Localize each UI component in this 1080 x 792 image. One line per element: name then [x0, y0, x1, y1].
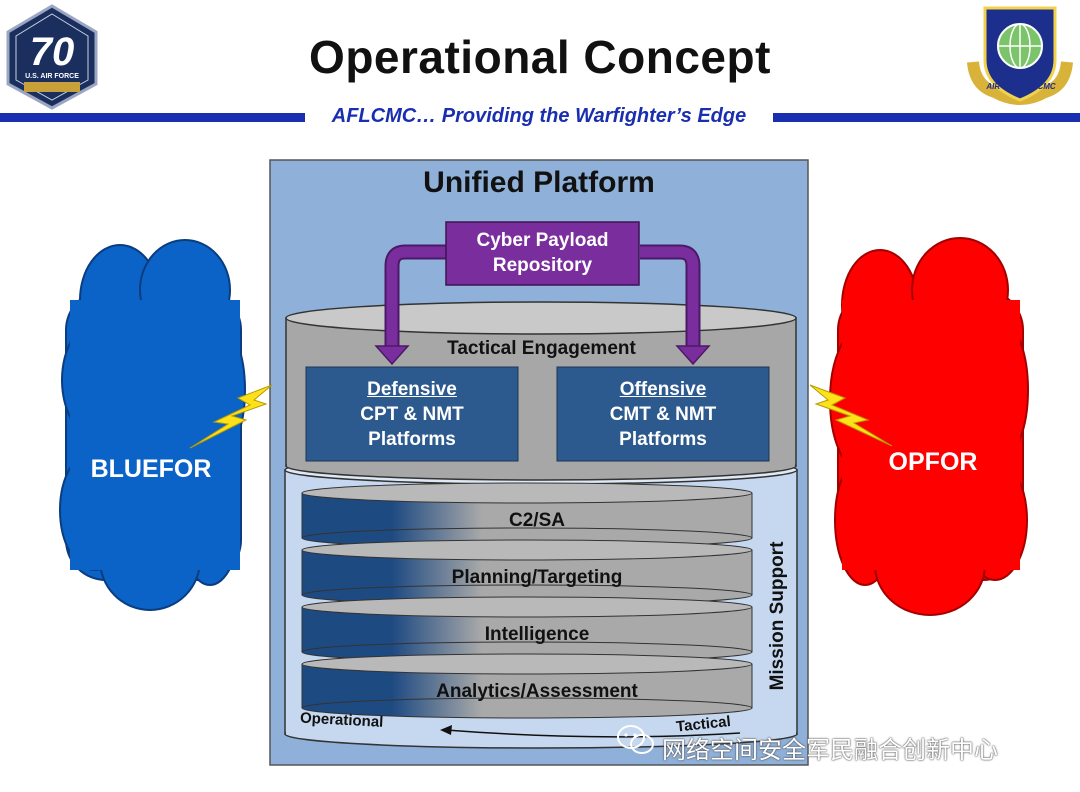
- logo-70-text: 70: [29, 30, 75, 74]
- layer-planning-label: Planning/Targeting: [451, 567, 623, 588]
- repository-line1: Cyber Payload: [476, 230, 609, 251]
- layer-intelligence-label: Intelligence: [484, 624, 590, 645]
- logo-usaf-text: U.S. AIR FORCE: [25, 73, 79, 80]
- layer-analytics-disk: [301, 653, 753, 719]
- aflcmc-logo: [965, 2, 1075, 110]
- layer-c2sa-label: C2/SA: [509, 510, 565, 531]
- header-rule-left: [0, 113, 305, 122]
- offensive-line2: Platforms: [619, 429, 707, 450]
- page-subtitle: AFLCMC… Providing the Warfighter’s Edge: [331, 105, 747, 127]
- purple-arrows: [374, 244, 711, 366]
- wechat-icon: [616, 724, 656, 756]
- aflcmc-logo-text: AIR FORCE LCMC: [986, 82, 1056, 91]
- arrow-head: [440, 725, 452, 735]
- layer-analytics-label: Analytics/Assessment: [436, 681, 638, 702]
- operational-tactical-arrow: [445, 729, 741, 738]
- offensive-line1: CMT & NMT: [609, 404, 717, 425]
- bluefor-lightning-icon: [189, 384, 273, 449]
- air-force-70-logo: [4, 4, 100, 110]
- cyber-payload-repository-box: [445, 221, 640, 286]
- offensive-box: [556, 366, 770, 462]
- defensive-line1: CPT & NMT: [360, 404, 464, 425]
- defensive-heading: Defensive: [367, 379, 457, 400]
- mission-support-label: Mission Support: [767, 541, 788, 691]
- watermark-text: 网络空间安全军民融合创新中心: [662, 736, 998, 764]
- page-title: Operational Concept: [309, 31, 771, 83]
- bluefor-cloud: [59, 239, 246, 611]
- opfor-lightning-icon: [809, 384, 893, 447]
- bluefor-label: BLUEFOR: [90, 455, 212, 483]
- defensive-line2: Platforms: [368, 429, 456, 450]
- header-rule-right: [773, 113, 1080, 122]
- repository-line2: Repository: [492, 255, 593, 276]
- tactical-engagement-label: Tactical Engagement: [447, 338, 636, 359]
- defensive-box: [305, 366, 519, 462]
- offensive-heading: Offensive: [619, 379, 707, 400]
- opfor-label: OPFOR: [888, 448, 978, 476]
- unified-platform-title: Unified Platform: [423, 166, 655, 199]
